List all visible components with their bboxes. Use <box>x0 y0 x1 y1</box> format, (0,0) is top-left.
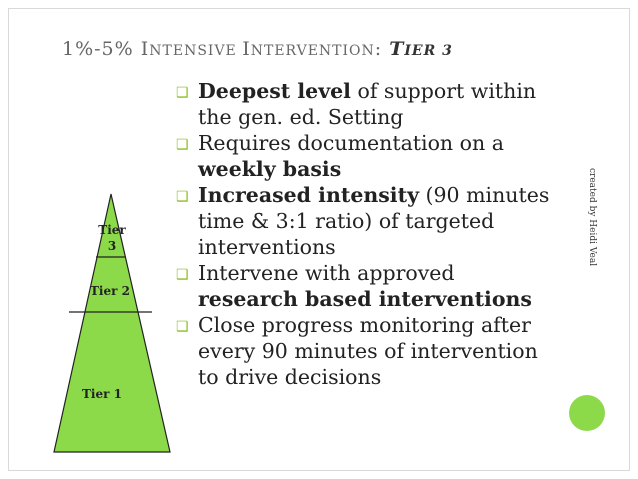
bullet-text: Requires documentation on a <box>198 131 504 155</box>
bullet-text: Close progress monitoring after <box>198 313 531 337</box>
slide-title: 1%-5% INTENSIVE INTERVENTION: TIER 3 <box>62 38 453 60</box>
title-percent: 1%-5% <box>62 38 141 60</box>
bullet-line: Requires documentation on a <box>198 130 580 156</box>
bullet-marker-icon: ❑ <box>176 85 189 101</box>
bullet-line: every 90 minutes of intervention <box>198 338 580 364</box>
bullet-line: weekly basis <box>198 156 580 182</box>
title-tier: IER 3 <box>404 43 453 59</box>
bullet-line: Deepest level of support within <box>198 78 580 104</box>
bullet-marker-icon: ❑ <box>176 137 189 153</box>
bullet-text: of support within <box>350 79 537 103</box>
bullet-marker-icon: ❑ <box>176 319 189 335</box>
bullet-marker-icon: ❑ <box>176 267 189 283</box>
bullet-bold-text: Increased intensity <box>198 183 419 207</box>
bullet-line: Intervene with approved <box>198 260 580 286</box>
bullet-text: Intervene with approved <box>198 261 455 285</box>
bullet-text: the gen. ed. Setting <box>198 105 404 129</box>
bullet-bold-text: research based interventions <box>198 287 532 311</box>
title-cap-i: I <box>140 38 150 60</box>
slide-frame <box>8 8 630 471</box>
bullet-line: interventions <box>198 234 580 260</box>
bullet-text: to drive decisions <box>198 365 382 389</box>
bullet-line: to drive decisions <box>198 364 580 390</box>
bullet-line: time & 3:1 ratio) of targeted <box>198 208 580 234</box>
bullet-line: the gen. ed. Setting <box>198 104 580 130</box>
bullet-marker-icon: ❑ <box>176 189 189 205</box>
bullet-bold-text: weekly basis <box>198 157 342 181</box>
bullet-line: Increased intensity (90 minutes <box>198 182 580 208</box>
decorative-circle <box>569 395 605 431</box>
bullet-text: time & 3:1 ratio) of targeted <box>198 209 495 233</box>
title-cap-i2: I <box>242 38 251 60</box>
title-intervention: NTERVENTION <box>250 43 375 59</box>
title-intensive: NTENSIVE <box>149 43 243 59</box>
bullet-text: (90 minutes <box>418 183 550 207</box>
bullet-bold-text: Deepest level <box>198 79 351 103</box>
title-cap-t: T <box>389 38 405 60</box>
bullet-line: research based interventions <box>198 286 580 312</box>
bullet-text: every 90 minutes of intervention <box>198 339 538 363</box>
credit-text: created by Heidi Veal <box>587 168 597 267</box>
bullet-line: Close progress monitoring after <box>198 312 580 338</box>
title-colon: : <box>374 38 390 60</box>
bullet-text: interventions <box>198 235 336 259</box>
